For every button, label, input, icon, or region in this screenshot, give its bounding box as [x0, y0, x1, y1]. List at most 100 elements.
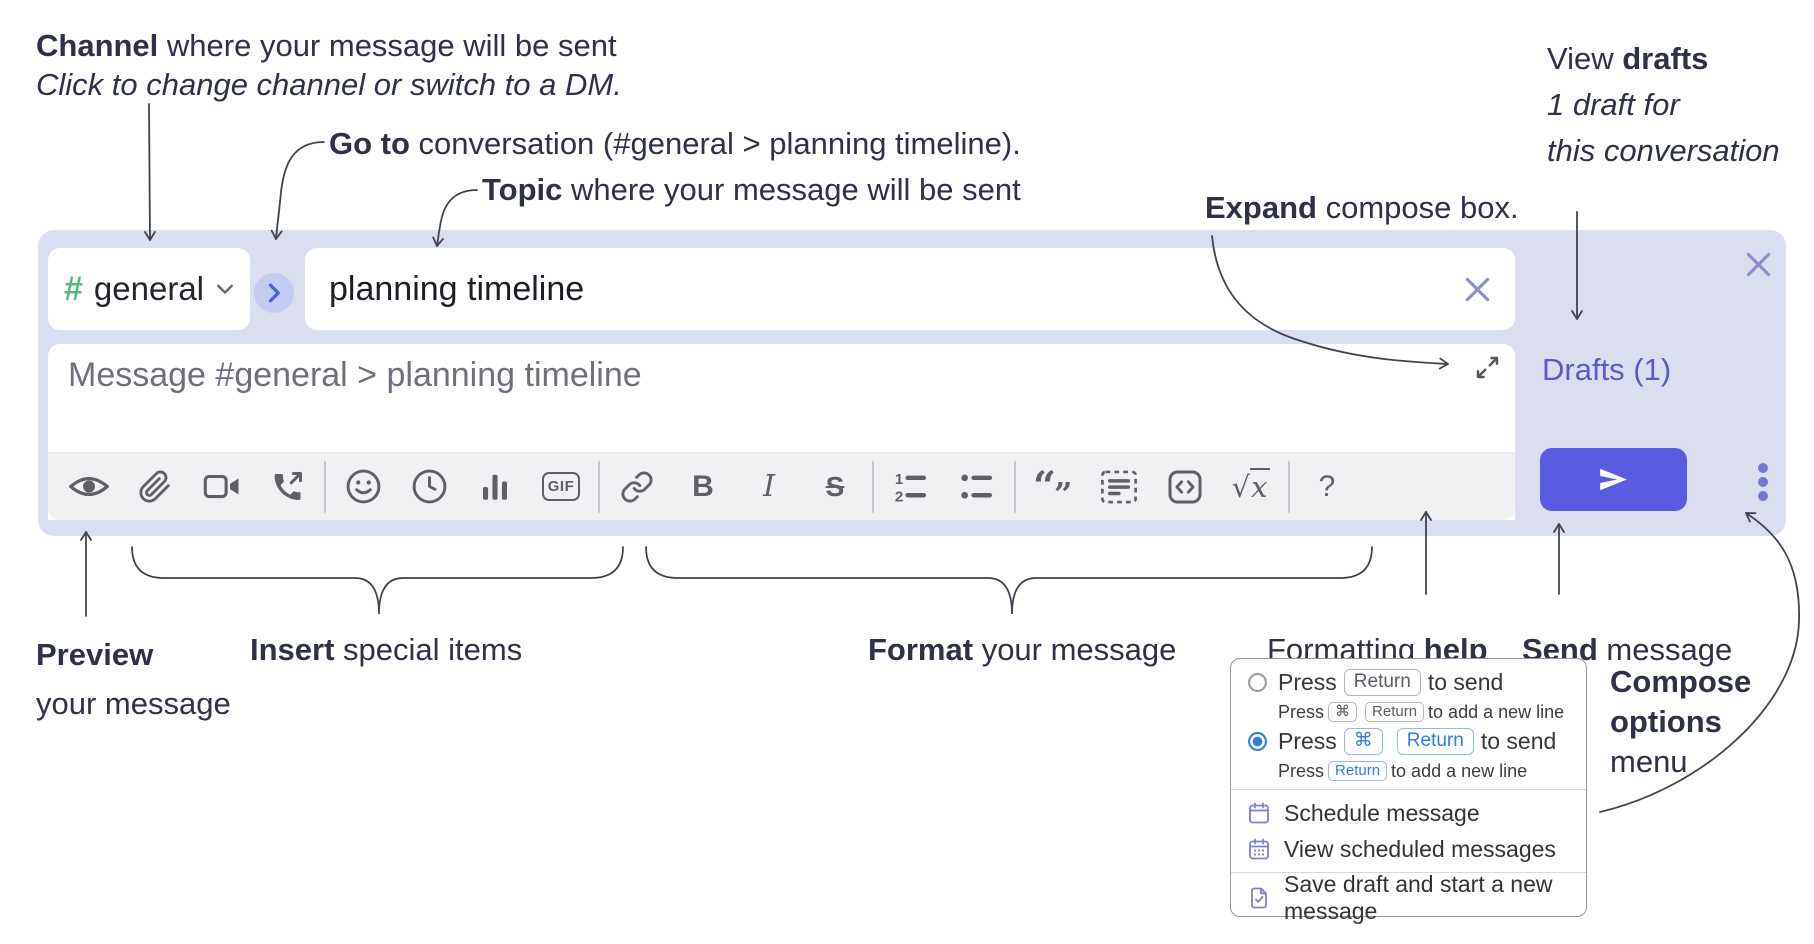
sqrt-icon: √x: [1231, 467, 1271, 504]
recent-emoji-button[interactable]: [406, 464, 452, 510]
equation-button[interactable]: √x: [1228, 464, 1274, 510]
view-drafts-annotation: View drafts 1 draft for this conversatio…: [1547, 36, 1780, 174]
format-brace: [645, 546, 1373, 615]
menu-item-label: View scheduled messages: [1284, 835, 1556, 862]
annotation-line: View drafts: [1547, 36, 1780, 82]
dots-vertical-icon: [1758, 491, 1768, 501]
topic-value: planning timeline: [329, 269, 585, 308]
toolbar-divider: [598, 460, 600, 513]
return-key: Return: [1365, 702, 1425, 722]
annotation-text: conversation (#general > planning timeli…: [409, 126, 1021, 161]
code-block-button[interactable]: [1096, 464, 1142, 510]
close-compose-button[interactable]: [1740, 246, 1776, 282]
annotation-line: Click to change channel or switch to a D…: [36, 67, 622, 102]
annotation-bold: Insert: [250, 632, 335, 667]
code-block-icon: [1101, 470, 1137, 503]
link-icon: [621, 471, 653, 502]
option-text: to send: [1480, 728, 1557, 754]
code-icon: [1168, 470, 1202, 503]
italic-icon: I: [763, 469, 775, 504]
preview-annotation: Preview your message: [36, 630, 231, 728]
annotation-text: special items: [334, 632, 523, 667]
channel-hash-icon: #: [64, 269, 83, 308]
inline-code-button[interactable]: [1162, 464, 1208, 510]
goto-annotation: Go to conversation (#general > planning …: [329, 124, 1021, 163]
annotation-bold: options: [1610, 704, 1722, 739]
calendar-grid-icon: [1247, 837, 1271, 861]
annotation-bold: Compose: [1610, 664, 1752, 699]
menu-item-schedule-message[interactable]: Schedule message: [1231, 795, 1586, 831]
dots-vertical-icon: [1758, 477, 1768, 487]
italic-button[interactable]: I: [746, 464, 792, 510]
channel-name: general: [93, 270, 205, 307]
send-icon: [1600, 468, 1627, 491]
expand-icon: [1476, 356, 1499, 378]
bold-icon: B: [692, 469, 714, 503]
quote-open: “: [1033, 462, 1057, 510]
clear-topic-icon[interactable]: [1464, 276, 1491, 303]
annotation-text: where your message will be sent: [562, 172, 1021, 207]
question-mark-icon: ?: [1318, 469, 1336, 503]
strikethrough-icon: S: [825, 470, 845, 502]
strikethrough-button[interactable]: S: [812, 464, 858, 510]
annotation-bold: Channel: [36, 28, 159, 63]
drafts-link[interactable]: Drafts (1): [1542, 352, 1672, 387]
channel-selector[interactable]: # general: [48, 248, 250, 330]
ordered-list-icon: 12: [895, 470, 927, 505]
bold-button[interactable]: B: [680, 464, 726, 510]
preview-button[interactable]: [66, 464, 112, 510]
menu-divider: [1231, 872, 1586, 873]
menu-item-view-scheduled[interactable]: View scheduled messages: [1231, 831, 1586, 867]
menu-item-label: Schedule message: [1284, 799, 1480, 826]
quote-icon: “”: [1033, 463, 1073, 513]
message-placeholder: Message #general > planning timeline: [68, 356, 642, 394]
radio-unselected-icon: [1248, 673, 1267, 692]
channel-annotation: Channel where your message will be sent …: [36, 26, 622, 104]
bulleted-list-icon: [961, 473, 993, 499]
radicand: x: [1250, 467, 1271, 504]
annotation-bold: Preview: [36, 637, 154, 672]
compose-options-button[interactable]: [1740, 458, 1786, 506]
option-text: to add a new line: [1428, 701, 1565, 722]
menu-item-save-draft[interactable]: Save draft and start a new message: [1231, 871, 1586, 924]
annotation-line: Channel where your message will be sent: [36, 26, 622, 65]
video-clip-button[interactable]: [198, 464, 244, 510]
radical-sign: √: [1231, 469, 1251, 504]
topic-annotation: Topic where your message will be sent: [482, 170, 1021, 209]
annotation-bold: Format: [868, 632, 974, 667]
poll-button[interactable]: [472, 464, 518, 510]
insert-brace: [131, 546, 624, 615]
dots-vertical-icon: [1758, 463, 1768, 473]
save-draft-icon: [1247, 886, 1271, 910]
link-button[interactable]: [614, 464, 660, 510]
audio-call-button[interactable]: [264, 464, 310, 510]
cmd-key: ⌘: [1343, 728, 1383, 755]
phone-outgoing-icon: [274, 471, 302, 500]
attach-file-button[interactable]: [132, 464, 178, 510]
annotation-text: where your message will be sent: [158, 28, 617, 63]
emoji-button[interactable]: [340, 464, 386, 510]
blockquote-button[interactable]: “”: [1030, 463, 1076, 513]
send-button[interactable]: [1540, 448, 1687, 511]
bulleted-list-button[interactable]: [954, 464, 1000, 510]
option-text: Press: [1278, 669, 1337, 695]
quote-close: ”: [1054, 474, 1073, 513]
option-text: Press: [1278, 760, 1325, 781]
option-text: to send: [1427, 669, 1504, 695]
topic-input[interactable]: planning timeline: [305, 248, 1515, 330]
formatting-help-button[interactable]: ?: [1304, 464, 1350, 510]
expand-compose-button[interactable]: [1473, 352, 1503, 382]
goto-conversation-button[interactable]: [254, 273, 294, 313]
bar-chart-icon: [483, 474, 507, 500]
return-key: Return: [1396, 728, 1474, 755]
format-annotation: Format your message: [868, 630, 1176, 669]
chevron-down-icon: [217, 284, 233, 294]
annotation-bold: drafts: [1622, 41, 1709, 76]
emoji-smile-icon: [346, 469, 380, 504]
gif-button[interactable]: GIF: [538, 464, 584, 510]
